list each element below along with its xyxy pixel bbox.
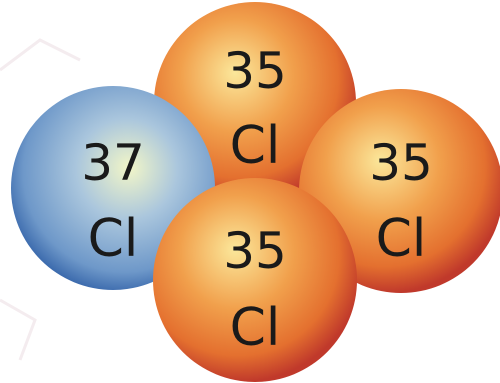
atom-symbol: Cl (88, 209, 139, 269)
atom-mass-number: 37 (81, 134, 145, 192)
atom-mass-number: 35 (369, 134, 433, 192)
atom-mass-number: 35 (223, 222, 287, 280)
atom-bottom: 35 Cl (153, 178, 357, 382)
atom-symbol: Cl (230, 298, 281, 358)
background-lines (0, 38, 81, 361)
atom-mass-number: 35 (223, 42, 287, 100)
atom-symbol: Cl (230, 116, 281, 176)
atom-sphere (153, 178, 357, 382)
atom-symbol: Cl (376, 209, 427, 269)
